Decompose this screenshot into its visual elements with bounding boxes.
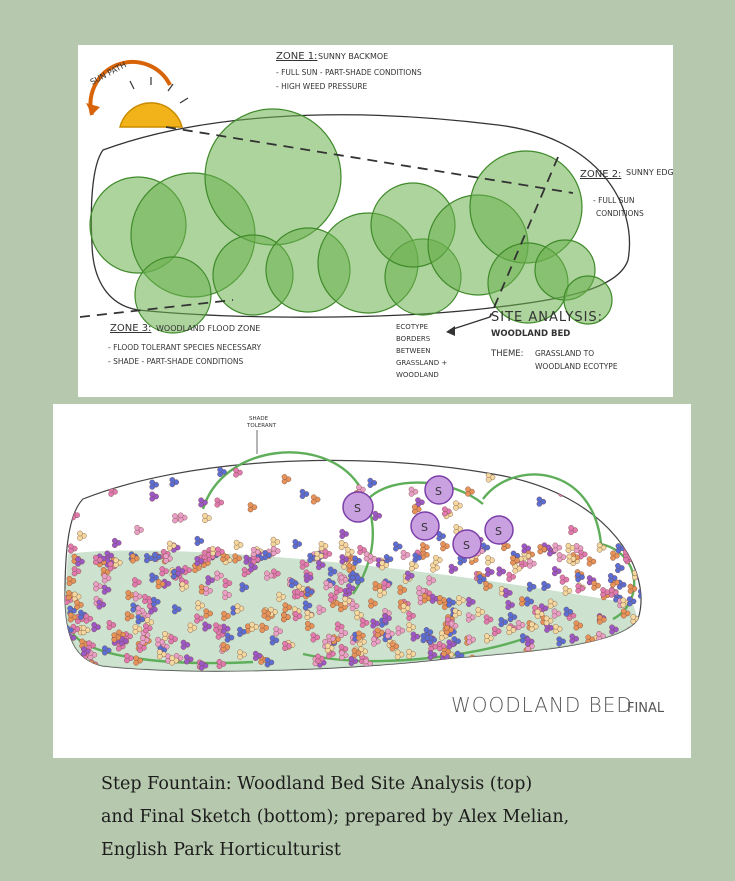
final-sketch-title-suffix: FINAL bbox=[627, 701, 665, 716]
ecotype-note-3: BETWEEN bbox=[396, 347, 431, 355]
zone1-name: SUNNY BACKMOE bbox=[318, 52, 388, 61]
flower-cluster bbox=[586, 653, 595, 663]
flower-cluster bbox=[585, 484, 594, 494]
shrub-marker: S bbox=[411, 512, 439, 540]
shrub-marker: S bbox=[425, 476, 453, 504]
flower-cluster bbox=[631, 653, 640, 663]
top-note-1: SHADE bbox=[249, 416, 269, 422]
zone1-title: ZONE 1: bbox=[276, 51, 317, 62]
flower-cluster bbox=[634, 655, 643, 665]
caption-line-2: and Final Sketch (bottom); prepared by A… bbox=[101, 801, 701, 834]
flower-cluster bbox=[542, 653, 551, 663]
flower-cluster bbox=[632, 651, 641, 661]
shrub-marker: S bbox=[485, 516, 513, 544]
flower-cluster bbox=[538, 476, 547, 486]
shrub-marker: S bbox=[453, 530, 481, 558]
zone1-note-2: - HIGH WEED PRESSURE bbox=[276, 82, 368, 91]
shrub-label: S bbox=[435, 485, 442, 498]
flower-cluster bbox=[623, 640, 632, 650]
theme-text-1: GRASSLAND TO bbox=[535, 349, 594, 358]
tree-canopies bbox=[90, 109, 612, 333]
flower-cluster bbox=[636, 638, 645, 648]
flower-cluster bbox=[620, 648, 629, 658]
shrub-label: S bbox=[463, 539, 470, 552]
final-sketch-title: WOODLAND BED: bbox=[451, 693, 641, 717]
flower-cluster bbox=[615, 636, 624, 646]
arrow-head-icon bbox=[446, 326, 455, 336]
theme-label: THEME: bbox=[490, 349, 524, 359]
zone2-note-1: - FULL SUN bbox=[593, 196, 635, 205]
flower-cluster bbox=[616, 497, 625, 507]
zone3-note-2: - SHADE - PART-SHADE CONDITIONS bbox=[108, 357, 244, 366]
flower-cluster bbox=[438, 659, 447, 669]
ecotype-note-4: GRASSLAND + bbox=[396, 359, 447, 367]
flower-cluster bbox=[622, 473, 631, 483]
flower-cluster bbox=[628, 542, 637, 552]
zone3-note-1: - FLOOD TOLERANT SPECIES NECESSARY bbox=[108, 343, 261, 352]
zone3-title: ZONE 3: bbox=[110, 323, 151, 334]
ecotype-note-1: ECOTYPE bbox=[396, 323, 428, 331]
shrub-marker: S bbox=[343, 492, 373, 522]
flower-cluster bbox=[559, 487, 568, 497]
zone2-note-2: CONDITIONS bbox=[596, 209, 644, 218]
shrub-label: S bbox=[495, 525, 502, 538]
flower-cluster bbox=[610, 647, 619, 657]
zone2-name: SUNNY EDGE bbox=[626, 168, 673, 177]
figure-caption: Step Fountain: Woodland Bed Site Analysi… bbox=[101, 768, 701, 867]
flower-cluster bbox=[536, 654, 545, 664]
ecotype-note-5: WOODLAND bbox=[396, 371, 439, 379]
flower-cluster bbox=[529, 651, 538, 661]
flower-cluster bbox=[488, 656, 497, 666]
flower-cluster bbox=[631, 637, 640, 647]
ecotype-arrow bbox=[450, 317, 490, 330]
flower-cluster bbox=[621, 516, 630, 526]
zone1-note-1: - FULL SUN - PART-SHADE CONDITIONS bbox=[276, 68, 422, 77]
final-sketch-drawing: S S S S S SHAD bbox=[53, 404, 691, 758]
caption-line-3: English Park Horticulturist bbox=[101, 834, 701, 867]
shrub-label: S bbox=[421, 521, 428, 534]
top-note-2: TOLERANT bbox=[246, 423, 277, 429]
flower-cluster bbox=[617, 660, 626, 670]
flower-cluster bbox=[68, 654, 77, 664]
caption-line-1: Step Fountain: Woodland Bed Site Analysi… bbox=[101, 768, 701, 801]
flower-cluster bbox=[626, 523, 635, 533]
zone3-name: WOODLAND FLOOD ZONE bbox=[156, 324, 260, 333]
theme-text-2: WOODLAND ECOTYPE bbox=[535, 362, 618, 371]
flower-cluster bbox=[638, 589, 647, 599]
flower-cluster bbox=[596, 640, 605, 650]
zone2-title: ZONE 2: bbox=[580, 169, 621, 180]
site-analysis-svg: SUN PATH bbox=[78, 45, 673, 397]
site-analysis-heading: SITE ANALYSIS: bbox=[491, 310, 603, 325]
flower-cluster bbox=[633, 623, 642, 633]
ecotype-note-2: BORDERS bbox=[396, 335, 431, 343]
shrub-label: S bbox=[354, 502, 361, 515]
flower-cluster bbox=[632, 570, 641, 580]
site-analysis-subheading: WOODLAND BED bbox=[491, 329, 570, 339]
final-sketch-svg: S S S S S SHAD bbox=[53, 404, 691, 758]
sun-path-label: SUN PATH bbox=[89, 60, 128, 87]
site-analysis-drawing: SUN PATH bbox=[78, 45, 673, 397]
